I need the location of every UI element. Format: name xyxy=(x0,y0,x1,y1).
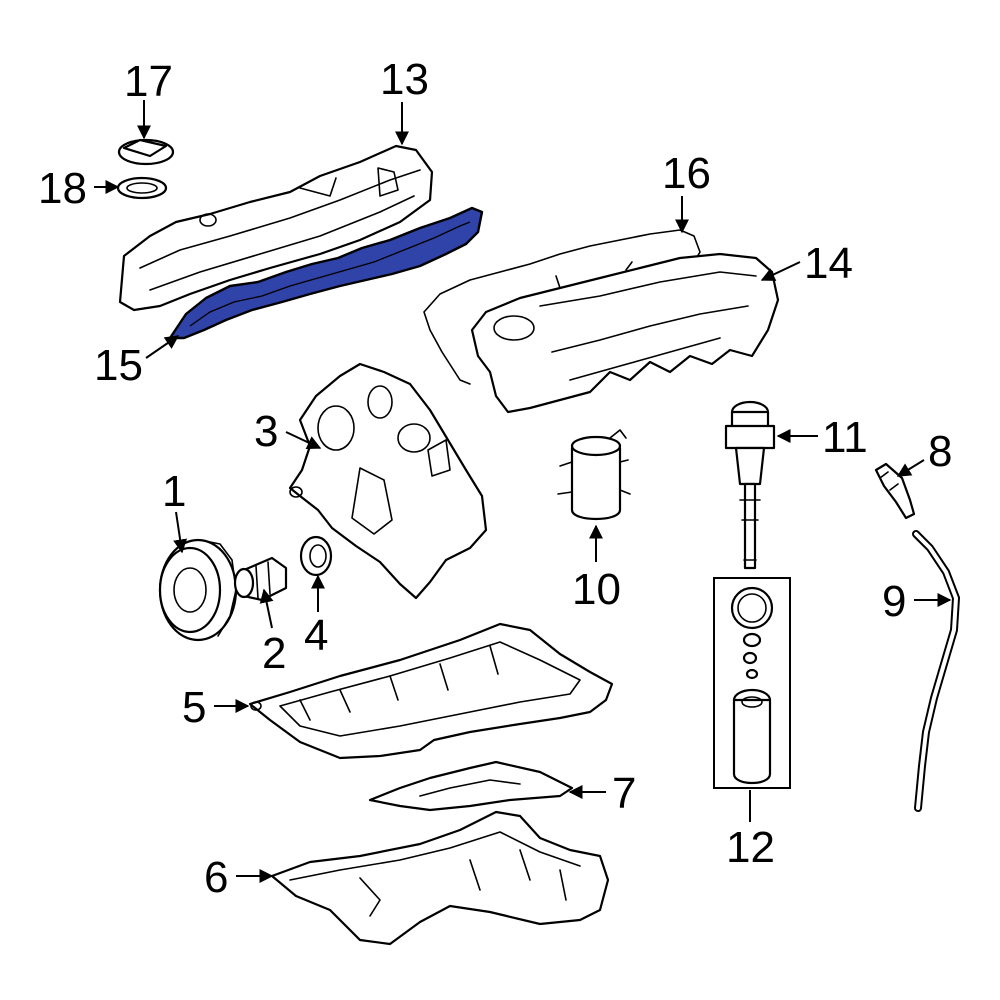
crankshaft-sleeve-part[interactable] xyxy=(233,556,288,602)
callout-1[interactable]: 1 xyxy=(162,467,186,516)
leader-8 xyxy=(896,459,925,477)
oil-filler-cap-part[interactable] xyxy=(117,138,175,166)
dipstick-tube-part[interactable] xyxy=(912,530,961,812)
callout-4[interactable]: 4 xyxy=(304,611,328,660)
leader-2 xyxy=(259,588,274,629)
callout-15[interactable]: 15 xyxy=(94,341,143,390)
callout-12[interactable]: 12 xyxy=(726,823,775,872)
leader-14 xyxy=(760,261,801,281)
callout-8[interactable]: 8 xyxy=(928,427,952,476)
right-valve-cover-part[interactable] xyxy=(470,252,780,414)
callout-7[interactable]: 7 xyxy=(612,769,636,818)
callout-18[interactable]: 18 xyxy=(38,164,87,213)
callout-10[interactable]: 10 xyxy=(572,565,621,614)
callout-6[interactable]: 6 xyxy=(204,853,228,902)
oil-filter-cap-part[interactable] xyxy=(724,400,776,570)
upper-oil-pan-part[interactable] xyxy=(248,622,614,760)
cap-seal-ring-part[interactable] xyxy=(116,176,168,200)
callout-3[interactable]: 3 xyxy=(254,407,278,456)
leader-1 xyxy=(173,511,188,554)
lower-oil-pan-part[interactable] xyxy=(270,810,610,946)
callout-16[interactable]: 16 xyxy=(662,149,711,198)
callout-labels: 17 18 13 15 16 14 3 1 2 4 10 11 8 9 12 5… xyxy=(38,55,952,902)
leader-15 xyxy=(145,335,180,359)
callout-9[interactable]: 9 xyxy=(882,577,906,626)
valve-cover-gasket-part[interactable] xyxy=(168,206,484,340)
crankshaft-pulley-part[interactable] xyxy=(158,538,238,642)
callout-14[interactable]: 14 xyxy=(804,239,853,288)
callout-5[interactable]: 5 xyxy=(182,683,206,732)
leader-arrows xyxy=(94,100,952,883)
callout-11[interactable]: 11 xyxy=(822,413,868,462)
oil-filter-kit-part[interactable] xyxy=(713,577,791,789)
timing-cover-part[interactable] xyxy=(288,362,488,600)
oil-filter-housing-part[interactable] xyxy=(557,429,631,520)
front-crank-seal-part[interactable] xyxy=(299,535,333,577)
callout-17[interactable]: 17 xyxy=(124,57,173,106)
leader-3 xyxy=(285,431,322,449)
oil-level-sensor-part[interactable] xyxy=(874,462,916,520)
callout-13[interactable]: 13 xyxy=(380,55,429,104)
callout-2[interactable]: 2 xyxy=(262,629,286,678)
right-valve-cover-gasket-part[interactable] xyxy=(423,229,701,385)
left-valve-cover-part[interactable] xyxy=(118,144,434,312)
oil-pan-baffle-part[interactable] xyxy=(368,760,574,812)
